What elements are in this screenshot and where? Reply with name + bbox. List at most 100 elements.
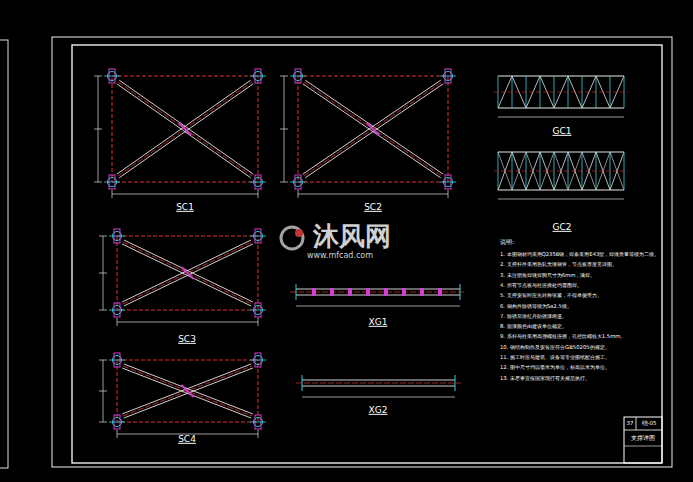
watermark-logo — [281, 227, 303, 249]
spacer-plate — [402, 288, 406, 296]
dimension-line — [117, 322, 258, 323]
brace-member — [305, 80, 443, 174]
column-mark — [290, 182, 306, 183]
brace-panel — [94, 69, 266, 198]
title-block-text: 结-05 — [642, 420, 657, 426]
note-text: 12. 图中尺寸均以毫米为单位，标高以米为单位。 — [500, 364, 610, 370]
column-mark — [250, 422, 266, 423]
column-mark — [250, 236, 266, 237]
dimension-line — [498, 117, 624, 118]
title-block-rule — [624, 446, 662, 447]
dimension-line — [298, 194, 448, 195]
dimension-tick — [99, 273, 107, 274]
dimension-tick — [99, 422, 107, 423]
cross-plate — [182, 267, 194, 279]
note-text: 10. 钢结构制作及安装应符合GB50205的规定。 — [500, 344, 610, 350]
brace-member — [117, 84, 251, 178]
dimension-tick — [94, 76, 102, 77]
brace-panel — [280, 69, 456, 198]
spacer-plate — [366, 288, 370, 296]
dimension-tick — [94, 129, 102, 130]
adjacent-sheet — [0, 40, 8, 468]
logo-ring — [281, 227, 303, 249]
brace-member — [122, 368, 251, 418]
axis-grid — [298, 76, 448, 182]
drawing-title: GC2 — [553, 222, 572, 232]
dimension-tick — [99, 360, 107, 361]
dimension-tick — [117, 430, 118, 438]
spacer-plate — [348, 288, 352, 296]
column-mark — [109, 236, 125, 237]
spacer-plate — [438, 288, 442, 296]
column-mark — [104, 182, 120, 183]
brace-member — [124, 240, 253, 302]
dimension-line — [302, 397, 455, 398]
rod-edge — [302, 380, 455, 381]
brace-member — [119, 84, 253, 178]
drawing-title: GC1 — [553, 126, 572, 136]
bottom-chord — [498, 107, 624, 108]
axis-grid — [117, 236, 258, 310]
brace-member — [119, 80, 253, 174]
member-centerline — [123, 366, 252, 416]
dimension-tick — [280, 76, 288, 77]
spacer-plate — [420, 288, 424, 296]
dimension-line — [112, 194, 258, 195]
title-block-text: 支撑详图 — [631, 435, 655, 441]
note-text: 5. 支撑安装时应先对称张紧，不得单侧受力。 — [500, 292, 602, 298]
brace-member — [124, 244, 253, 306]
brace-panel — [99, 229, 266, 326]
note-text: 说明: — [500, 239, 514, 246]
brace-panel — [99, 353, 266, 438]
note-text: 3. 未注明角焊缝焊脚尺寸为6mm，满焊。 — [500, 272, 595, 278]
member-centerline — [123, 242, 252, 304]
member-centerline — [118, 82, 252, 176]
end-plate — [296, 284, 297, 300]
column-mark — [109, 310, 125, 311]
column-mark — [109, 360, 125, 361]
drawing-title: XG1 — [369, 317, 388, 327]
member-centerline — [123, 242, 252, 304]
dimension-tick — [280, 182, 288, 183]
dimension-tick — [117, 318, 118, 326]
brace-member — [124, 368, 253, 418]
brace-member — [303, 80, 441, 174]
dimension-tick — [258, 318, 259, 326]
drawing-title: SC1 — [176, 202, 194, 212]
drawing-title: SC4 — [178, 434, 196, 444]
brace-member — [122, 240, 251, 302]
column-mark — [440, 182, 456, 183]
dimension-line — [498, 199, 624, 200]
drawing-title: XG2 — [369, 405, 388, 415]
axis-grid — [112, 76, 258, 182]
member-centerline — [123, 366, 252, 416]
brace-member — [124, 364, 253, 414]
dimension-tick — [448, 190, 449, 198]
title-block-frame — [624, 417, 662, 463]
truss-elevation — [494, 76, 628, 117]
rod-centerline — [296, 383, 461, 384]
watermark: www.mfcad.com — [307, 251, 373, 260]
dimension-tick — [280, 129, 288, 130]
cross-plate — [367, 123, 379, 135]
spacer-plate — [384, 288, 388, 296]
dimension-tick — [112, 190, 113, 198]
sheet-frame — [0, 37, 672, 468]
column-mark — [290, 76, 306, 77]
member-centerline — [304, 82, 442, 176]
note-text: 2. 支撑杆件采用热轧无缝钢管，节点板厚度见详图。 — [500, 261, 617, 267]
column-mark — [440, 76, 456, 77]
dimension-tick — [258, 190, 259, 198]
title-block-text: 37 — [627, 420, 634, 426]
truss-elevation — [494, 152, 628, 199]
cross-plate — [179, 123, 191, 135]
column-mark — [250, 310, 266, 311]
tie-rod — [290, 284, 466, 306]
note-text: 4. 所有节点板与柱连接处均需围焊。 — [500, 282, 582, 288]
column-mark — [250, 76, 266, 77]
note-text: 1. 本图钢材均采用Q235B钢，焊条采用E43型，焊缝质量等级为二级。 — [500, 251, 659, 257]
dimension-tick — [94, 182, 102, 183]
note-text: 13. 未尽事宜按国家现行有关规范执行。 — [500, 375, 590, 381]
rod-edge — [296, 295, 460, 296]
dimension-tick — [99, 310, 107, 311]
